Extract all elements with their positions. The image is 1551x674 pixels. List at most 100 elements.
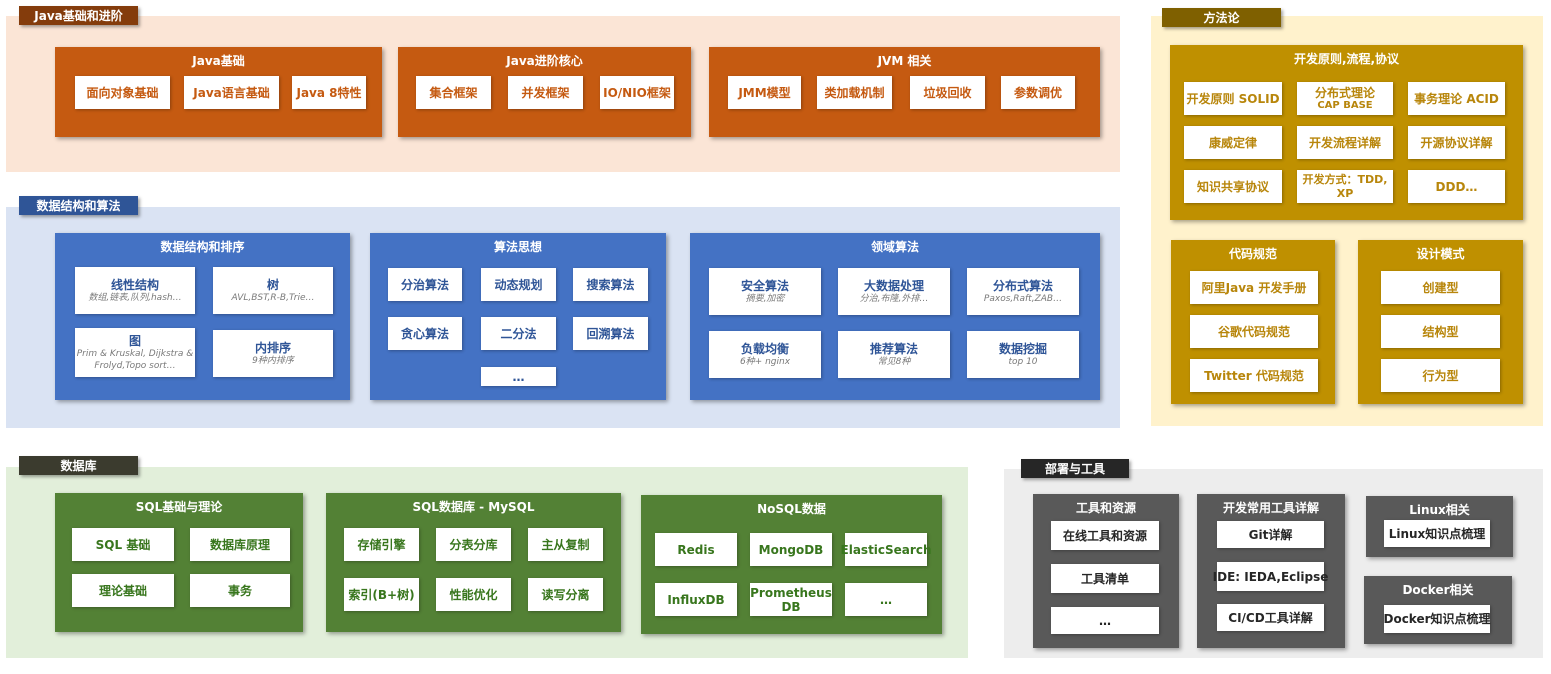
ds-item[interactable]: 负载均衡 6种+ nginx (709, 331, 821, 378)
db-item[interactable]: MongoDB (750, 533, 832, 566)
meth-item[interactable]: Twitter 代码规范 (1190, 359, 1318, 392)
meth-item[interactable]: 阿里Java 开发手册 (1190, 271, 1318, 304)
item-label: 内排序 (254, 340, 291, 355)
meth-item[interactable]: 创建型 (1381, 271, 1500, 304)
item-label: Prometheus (750, 585, 832, 600)
item-label: DB (781, 599, 801, 614)
db-item[interactable]: Prometheus DB (750, 583, 832, 616)
meth-item[interactable]: DDD… (1408, 170, 1505, 203)
item-sub: 9种内排序 (252, 355, 294, 366)
meth-item[interactable]: 康威定律 (1184, 126, 1282, 159)
db-item[interactable]: 数据库原理 (190, 528, 290, 561)
db-section-tag: 数据库 (19, 456, 138, 475)
item-sub: 6种+ nginx (739, 356, 791, 367)
meth-item[interactable]: 事务理论 ACID (1408, 82, 1505, 115)
item-sub: Paxos,Raft,ZAB… (983, 293, 1063, 304)
panel-title: Linux相关 (1409, 503, 1470, 517)
ds-item[interactable]: 推荐算法 常见8种 (838, 331, 950, 378)
java-item[interactable]: 面向对象基础 (75, 76, 170, 109)
sql-basics-panel: SQL基础与理论 (55, 493, 303, 632)
panel-title: 算法思想 (493, 240, 542, 254)
meth-item[interactable]: 开源协议详解 (1408, 126, 1505, 159)
item-label: 分布式理论 (1314, 85, 1375, 100)
panel-title: 领域算法 (870, 240, 919, 254)
panel-title: 开发原则,流程,协议 (1293, 52, 1400, 66)
mysql-panel: SQL数据库 - MySQL (326, 493, 621, 632)
item-label: 开发方式：TDD, (1302, 172, 1388, 186)
db-item[interactable]: ElasticSearch (841, 533, 931, 566)
java-item[interactable]: 类加载机制 (817, 76, 892, 109)
java-item[interactable]: Java语言基础 (184, 76, 279, 109)
db-item[interactable]: 理论基础 (72, 574, 174, 607)
tool-item[interactable]: Linux知识点梳理 (1384, 520, 1490, 547)
item-sub: 常见8种 (877, 356, 911, 367)
ds-item[interactable]: 线性结构 数组,链表,队列,hash… (75, 267, 195, 314)
item-sub: top 10 (1008, 356, 1038, 367)
tool-item[interactable]: Docker知识点梳理 (1383, 605, 1491, 633)
db-item[interactable]: … (845, 583, 927, 616)
meth-item[interactable]: 开发流程详解 (1297, 126, 1393, 159)
meth-item[interactable]: 开发原则 SOLID (1184, 82, 1282, 115)
db-item[interactable]: SQL 基础 (72, 528, 174, 561)
item-label: 图 (128, 333, 141, 348)
panel-title: 代码规范 (1228, 247, 1277, 261)
java-item[interactable]: 并发框架 (508, 76, 583, 109)
panel-title: Java进阶核心 (506, 54, 583, 68)
ds-item[interactable]: 安全算法 摘要,加密 (709, 268, 821, 315)
ds-item[interactable]: 搜索算法 (573, 268, 648, 301)
ds-item[interactable]: 图 Prim & Kruskal, Dijkstra & Frolyd,Topo… (75, 328, 195, 377)
java-item[interactable]: Java 8特性 (292, 76, 366, 109)
item-label: 大数据处理 (863, 278, 924, 293)
tool-item[interactable]: 在线工具和资源 (1051, 521, 1159, 550)
tool-item[interactable]: … (1051, 607, 1159, 634)
db-item[interactable]: InfluxDB (655, 583, 737, 616)
item-label: 安全算法 (740, 278, 789, 293)
java-item[interactable]: 参数调优 (1001, 76, 1075, 109)
db-item[interactable]: 存储引擎 (344, 528, 419, 561)
panel-title: Java基础 (192, 54, 245, 68)
tool-item[interactable]: 工具清单 (1051, 564, 1159, 593)
java-item[interactable]: JMM模型 (728, 76, 801, 109)
meth-item[interactable]: 谷歌代码规范 (1190, 315, 1318, 348)
db-item[interactable]: 分表分库 (436, 528, 511, 561)
ds-item[interactable]: … (481, 367, 556, 386)
ds-item[interactable]: 大数据处理 分治,布隆,外排… (838, 268, 950, 315)
ds-item[interactable]: 树 AVL,BST,R-B,Trie… (213, 267, 333, 314)
panel-title: SQL数据库 - MySQL (412, 500, 535, 514)
meth-section-tag: 方法论 (1162, 8, 1281, 27)
ds-item[interactable]: 二分法 (481, 317, 556, 350)
ds-item[interactable]: 动态规划 (481, 268, 556, 301)
db-item[interactable]: 主从复制 (528, 528, 603, 561)
ds-item[interactable]: 分布式算法 Paxos,Raft,ZAB… (967, 268, 1079, 315)
meth-item[interactable]: 开发方式：TDD, XP (1297, 170, 1393, 203)
ds-item[interactable]: 内排序 9种内排序 (213, 330, 333, 377)
ds-item[interactable]: 回溯算法 (573, 317, 648, 350)
meth-item[interactable]: 行为型 (1381, 359, 1500, 392)
java-item[interactable]: IO/NIO框架 (600, 76, 674, 109)
ds-item[interactable]: 贪心算法 (388, 317, 462, 350)
java-item[interactable]: 集合框架 (416, 76, 491, 109)
item-label: XP (1336, 186, 1354, 200)
db-item[interactable]: 读写分离 (528, 578, 603, 611)
item-label: 负载均衡 (740, 341, 789, 356)
java-section-tag: Java基础和进阶 (19, 6, 138, 25)
ds-item[interactable]: 分治算法 (388, 268, 462, 301)
tools-section-tag: 部署与工具 (1021, 459, 1129, 478)
db-item[interactable]: 事务 (190, 574, 290, 607)
db-item[interactable]: 性能优化 (436, 578, 511, 611)
meth-item[interactable]: 分布式理论 CAP BASE (1297, 82, 1393, 115)
tool-item[interactable]: IDE: IEDA,Eclipse (1213, 562, 1328, 591)
tool-item[interactable]: Git详解 (1217, 521, 1324, 548)
java-item[interactable]: 垃圾回收 (910, 76, 985, 109)
db-item[interactable]: 索引(B+树) (344, 578, 419, 611)
ds-section-tag: 数据结构和算法 (19, 196, 138, 215)
panel-title: 开发常用工具详解 (1222, 501, 1319, 515)
db-item[interactable]: Redis (655, 533, 737, 566)
meth-item[interactable]: 知识共享协议 (1184, 170, 1282, 203)
meth-item[interactable]: 结构型 (1381, 315, 1500, 348)
panel-title: JVM 相关 (877, 54, 932, 68)
panel-title: 数据结构和排序 (160, 240, 245, 254)
tool-item[interactable]: CI/CD工具详解 (1217, 604, 1324, 631)
ds-item[interactable]: 数据挖掘 top 10 (967, 331, 1079, 378)
item-sub: 摘要,加密 (745, 293, 785, 304)
